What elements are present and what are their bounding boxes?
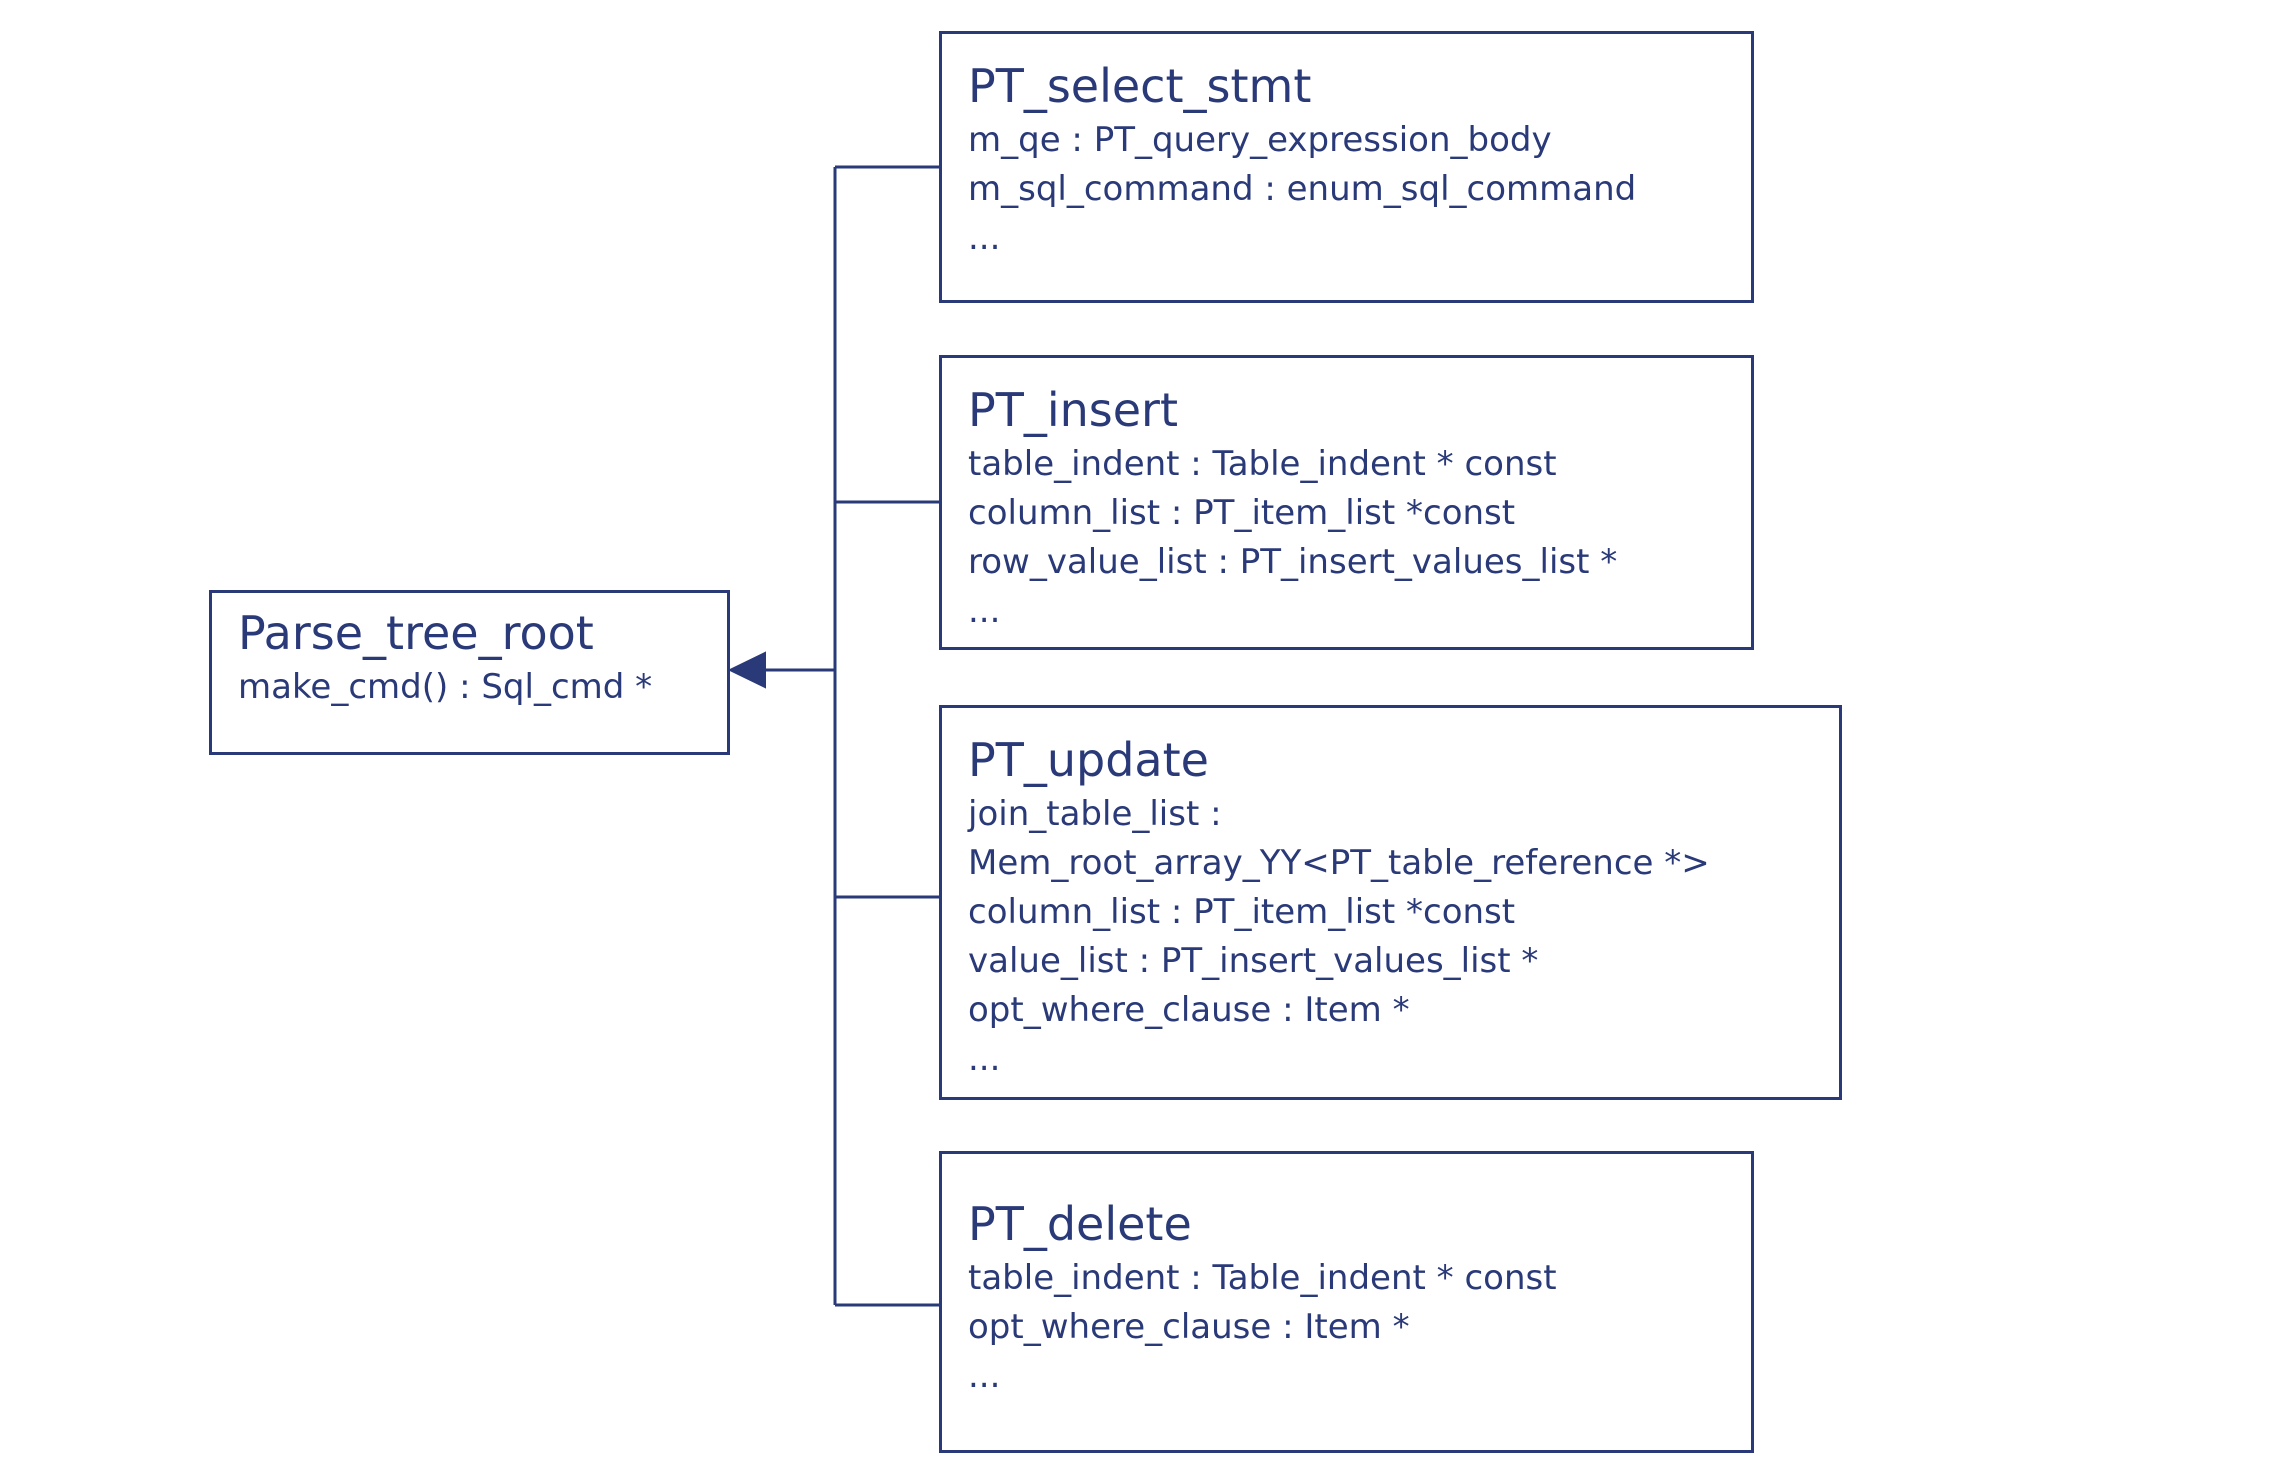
class-attribute: opt_where_clause : Item * (968, 990, 1410, 1030)
generalization-arrowhead (727, 651, 766, 689)
class-box-parse-tree-root: Parse_tree_root make_cmd() : Sql_cmd * (209, 590, 730, 755)
class-attribute: column_list : PT_item_list *const (968, 892, 1516, 932)
class-attribute-ellipsis: ... (968, 591, 1001, 631)
class-attribute: make_cmd() : Sql_cmd * (238, 667, 653, 707)
class-box-pt-delete: PT_delete table_indent : Table_indent * … (939, 1151, 1754, 1453)
class-attribute: table_indent : Table_indent * const (968, 444, 1557, 484)
class-name: PT_update (968, 733, 1209, 787)
class-attribute: Mem_root_array_YY<PT_table_reference *> (968, 843, 1710, 883)
class-attribute: column_list : PT_item_list *const (968, 493, 1516, 533)
class-attribute: table_indent : Table_indent * const (968, 1258, 1557, 1298)
class-attribute: value_list : PT_insert_values_list * (968, 941, 1539, 981)
class-box-pt-insert: PT_insert table_indent : Table_indent * … (939, 355, 1754, 650)
class-attribute: m_sql_command : enum_sql_command (968, 169, 1637, 209)
class-name: PT_select_stmt (968, 59, 1312, 113)
class-name: Parse_tree_root (238, 606, 594, 660)
class-box-pt-select-stmt: PT_select_stmt m_qe : PT_query_expressio… (939, 31, 1754, 303)
class-attribute: m_qe : PT_query_expression_body (968, 120, 1552, 160)
class-name: PT_delete (968, 1197, 1192, 1251)
class-box-pt-update: PT_update join_table_list : Mem_root_arr… (939, 705, 1842, 1100)
class-name: PT_insert (968, 383, 1178, 437)
class-attribute: join_table_list : (968, 794, 1222, 834)
class-attribute: opt_where_clause : Item * (968, 1307, 1410, 1347)
class-attribute: row_value_list : PT_insert_values_list * (968, 542, 1618, 582)
class-attribute-ellipsis: ... (968, 218, 1001, 258)
class-attribute-ellipsis: ... (968, 1039, 1001, 1079)
class-attribute-ellipsis: ... (968, 1356, 1001, 1396)
